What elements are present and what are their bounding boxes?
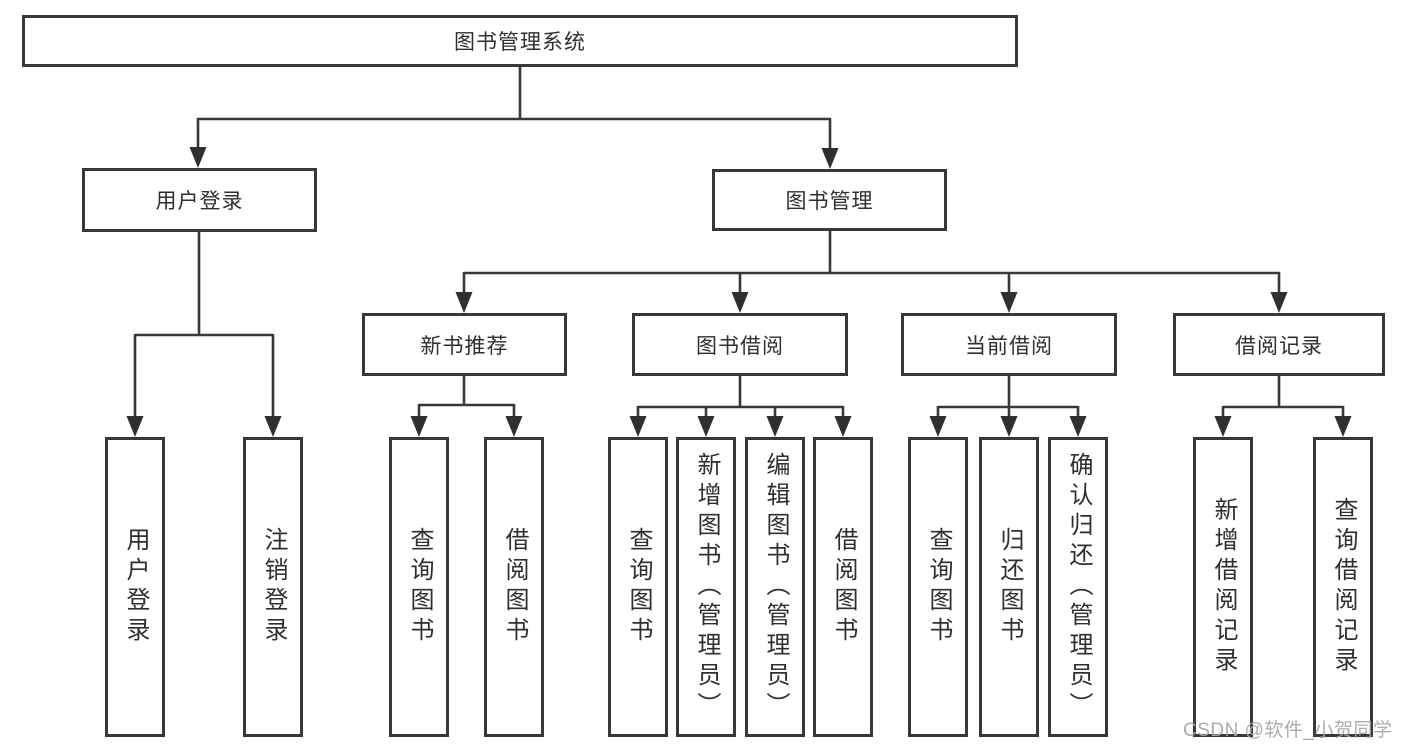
leaf-query-borrow-record-label: 查询借阅记录 xyxy=(1330,497,1357,677)
leaf-borrow-books-borrowing-label: 借阅图书 xyxy=(830,527,857,647)
node-book-borrowing: 图书借阅 xyxy=(632,313,848,376)
leaf-query-books-borrowing-label: 查询图书 xyxy=(625,527,652,647)
leaf-logout: 注销登录 xyxy=(243,437,303,737)
leaf-logout-label: 注销登录 xyxy=(260,527,287,647)
arrowheads xyxy=(126,147,1352,437)
leaf-edit-book-admin-label: 编辑图书（管理员） xyxy=(762,452,789,722)
leaf-confirm-return-admin: 确认归还（管理员） xyxy=(1048,437,1108,737)
leaf-query-books-recommend-label: 查询图书 xyxy=(406,527,433,647)
leaf-query-books-borrowing: 查询图书 xyxy=(608,437,668,737)
node-new-book-recommend: 新书推荐 xyxy=(362,313,567,376)
leaf-return-books: 归还图书 xyxy=(979,437,1039,737)
node-borrowing-records: 借阅记录 xyxy=(1173,313,1385,376)
leaf-return-books-label: 归还图书 xyxy=(996,527,1023,647)
leaf-query-borrow-record: 查询借阅记录 xyxy=(1313,437,1373,737)
node-user-login: 用户登录 xyxy=(82,168,317,232)
leaf-query-books-recommend: 查询图书 xyxy=(389,437,449,737)
leaf-borrow-books-borrowing: 借阅图书 xyxy=(813,437,873,737)
leaf-add-book-admin-label: 新增图书（管理员） xyxy=(693,452,720,722)
leaf-add-borrow-record-label: 新增借阅记录 xyxy=(1210,497,1237,677)
csdn-watermark: CSDN @软件_小贺同学 xyxy=(1183,720,1393,741)
leaf-confirm-return-admin-label: 确认归还（管理员） xyxy=(1065,452,1092,722)
leaf-query-books-current-label: 查询图书 xyxy=(925,527,952,647)
leaf-borrow-books-recommend: 借阅图书 xyxy=(484,437,544,737)
leaf-user-login-label: 用户登录 xyxy=(122,527,149,647)
node-current-borrowing: 当前借阅 xyxy=(901,313,1117,376)
node-library-system: 图书管理系统 xyxy=(22,15,1018,67)
leaf-user-login: 用户登录 xyxy=(105,437,165,737)
leaf-borrow-books-recommend-label: 借阅图书 xyxy=(501,527,528,647)
node-book-management: 图书管理 xyxy=(712,169,947,231)
leaf-edit-book-admin: 编辑图书（管理员） xyxy=(745,437,805,737)
leaf-add-borrow-record: 新增借阅记录 xyxy=(1193,437,1253,737)
leaf-add-book-admin: 新增图书（管理员） xyxy=(676,437,736,737)
leaf-query-books-current: 查询图书 xyxy=(908,437,968,737)
